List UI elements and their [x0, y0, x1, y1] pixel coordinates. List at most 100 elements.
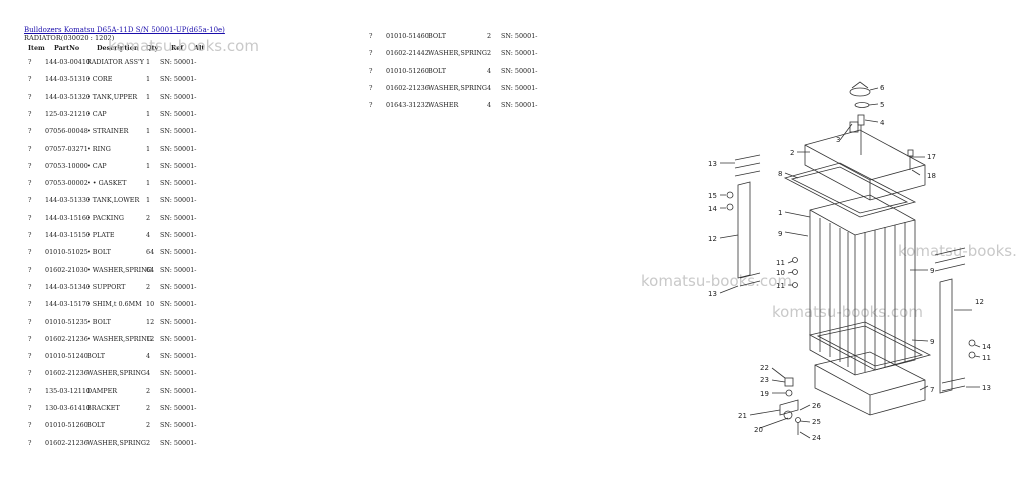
callout: 2 — [790, 149, 794, 157]
callout: 6 — [880, 84, 885, 92]
table-cell-item: ? — [28, 386, 32, 395]
table-cell-sn: SN: 50001- — [160, 144, 197, 153]
table-cell-sn: SN: 50001- — [160, 282, 197, 291]
table-cell-desc: BOLT — [428, 66, 447, 75]
callout: 4 — [880, 119, 885, 127]
table-cell-part: 07053-00002 — [45, 179, 88, 188]
table-cell-desc: • TANK,LOWER — [87, 196, 140, 205]
table-cell-part: 01010-51260 — [386, 66, 429, 75]
table-cell-sn: SN: 50001- — [501, 101, 538, 110]
table-cell-item: ? — [28, 404, 32, 412]
table-cell-part: 144-03-15160 — [45, 213, 90, 222]
table-cell-item: ? — [28, 300, 32, 309]
table-cell-part: 07056-00048 — [45, 127, 88, 136]
table-cell-sn: SN: 50001- — [160, 58, 197, 66]
table-cell-qty: 1 — [146, 109, 151, 118]
table-cell-item: ? — [28, 334, 32, 343]
table-cell-desc: RADIATOR ASS'Y — [87, 58, 144, 66]
table-cell-desc: • RING — [87, 144, 111, 153]
table-cell-item: ? — [369, 66, 373, 75]
callout: 7 — [930, 386, 934, 394]
table-cell-item: ? — [28, 438, 32, 447]
table-cell-part: 144-03-15150 — [45, 231, 90, 239]
table-cell-part: 130-03-61410 — [45, 404, 90, 412]
table-cell-item: ? — [369, 101, 373, 110]
table-cell-qty: 2 — [146, 421, 151, 430]
table-cell-part: 144-03-51320 — [45, 92, 90, 101]
table-cell-item: ? — [28, 352, 32, 361]
table-cell-sn: SN: 50001- — [160, 75, 197, 84]
callout: 9 — [930, 267, 934, 275]
table-cell-desc: • SUPPORT — [87, 282, 126, 291]
table-cell-part: 144-03-15170 — [45, 300, 90, 309]
table-cell-sn: SN: 50001- — [160, 386, 197, 395]
table-cell-part: 01602-21030 — [45, 265, 88, 274]
callout: 13 — [708, 160, 717, 168]
table-cell-qty: 4 — [146, 231, 151, 239]
radiator-exploded-diagram: 6 5 4 3 2 8 1 9 9 9 7 11 10 11 13 15 14 … — [708, 81, 991, 442]
table-cell-qty: 2 — [146, 438, 151, 447]
col-item: Item — [28, 44, 45, 52]
table-cell-sn: SN: 50001- — [160, 92, 197, 101]
table-cell-desc: • BOLT — [87, 248, 111, 257]
table-cell-part: 01643-31232 — [386, 101, 429, 110]
table-cell-qty: 1 — [146, 196, 151, 205]
callout: 23 — [760, 376, 769, 384]
col-description: Description — [97, 44, 139, 52]
table-cell-part: 01602-21236 — [386, 83, 429, 92]
table-cell-sn: SN: 50001- — [160, 352, 197, 361]
table-cell-sn: SN: 50001- — [160, 421, 197, 430]
callout: 19 — [760, 390, 769, 398]
table-cell-qty: 10 — [146, 300, 155, 309]
table-cell-sn: SN: 50001- — [501, 49, 538, 58]
callout: 15 — [708, 192, 717, 200]
table-cell-part: 01010-51025 — [45, 248, 88, 257]
callout: 12 — [975, 298, 984, 306]
table-cell-part: 07057-03271 — [45, 144, 88, 153]
callout: 9 — [930, 338, 934, 346]
table-cell-sn: SN: 50001- — [160, 109, 197, 118]
callout: 17 — [927, 153, 936, 161]
table-cell-sn: SN: 50001- — [160, 265, 197, 274]
breadcrumb-link[interactable]: Bulldozers Komatsu D65A-11D S/N 50001-UP… — [24, 26, 225, 34]
table-cell-desc: BOLT — [87, 421, 106, 430]
table-cell-item: ? — [28, 369, 32, 378]
table-cell-item: ? — [28, 161, 32, 170]
table-cell-qty: 2 — [146, 404, 151, 412]
table-cell-sn: SN: 50001- — [501, 66, 538, 75]
table-cell-desc: WASHER — [428, 101, 459, 110]
callout: 14 — [982, 343, 991, 351]
table-cell-qty: 12 — [146, 334, 155, 343]
table-cell-sn: SN: 50001- — [160, 161, 197, 170]
table-cell-qty: 64 — [146, 265, 155, 274]
table-cell-item: ? — [28, 75, 32, 84]
table-cell-item: ? — [28, 92, 32, 101]
table-cell-qty: 4 — [146, 369, 151, 378]
table-cell-part: 07053-10000 — [45, 161, 88, 170]
table-cell-desc: WASHER,SPRING — [87, 438, 147, 447]
table-cell-desc: • CAP — [87, 161, 107, 170]
callout: 18 — [927, 172, 936, 180]
table-cell-item: ? — [28, 265, 32, 274]
table-cell-desc: • STRAINER — [87, 127, 129, 136]
callout: 11 — [776, 259, 785, 267]
table-cell-part: 01010-51460 — [386, 32, 429, 40]
table-cell-sn: SN: 50001- — [160, 300, 197, 309]
table-cell-part: 01010-51235 — [45, 317, 88, 326]
table-cell-qty: 1 — [146, 179, 151, 188]
table-cell-item: ? — [28, 109, 32, 118]
table-cell-item: ? — [28, 317, 32, 326]
table-cell-sn: SN: 50001- — [160, 179, 197, 188]
table-cell-desc: BRACKET — [87, 404, 120, 412]
table-cell-desc: • PLATE — [87, 231, 115, 239]
table-cell-desc: • WASHER,SPRING — [87, 265, 152, 274]
table-cell-sn: SN: 50001- — [160, 404, 197, 412]
callout: 5 — [880, 101, 884, 109]
table-cell-sn: SN: 50001- — [160, 213, 197, 222]
table-cell-qty: 1 — [146, 161, 151, 170]
table-cell-item: ? — [28, 248, 32, 257]
table-cell-qty: 1 — [146, 58, 151, 66]
page-subtitle: RADIATOR(030020 : 1202) — [24, 34, 115, 42]
table-cell-item: ? — [369, 32, 373, 40]
table-cell-sn: SN: 50001- — [160, 231, 197, 239]
